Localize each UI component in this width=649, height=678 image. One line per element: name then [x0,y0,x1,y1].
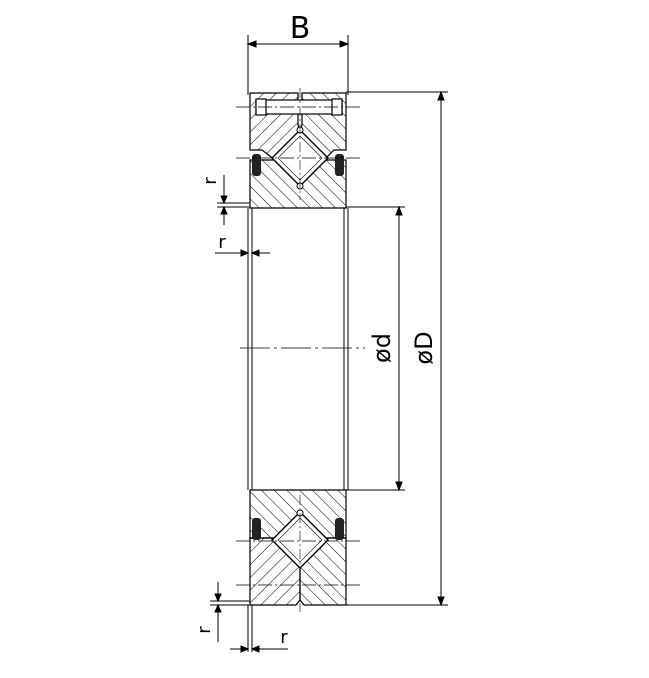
seal-left-lower [252,518,261,540]
seal-left-upper [252,154,261,176]
lower-ring-section [236,489,360,612]
dimension-d-label: ød [368,333,396,363]
dimension-b [246,35,350,95]
upper-ring-section [236,88,360,209]
dimension-D [346,90,448,607]
dimension-D-label: øD [410,331,438,364]
fillet-label-1: r [200,177,221,185]
fillet-label-2: r [218,232,226,253]
dimension-b-label: B [290,11,311,46]
fillet-dims-upper [215,175,270,257]
dimension-d [346,205,405,492]
bore [240,208,365,490]
seal-right-lower [335,518,344,540]
fillet-label-3: r [194,626,215,634]
seal-right-upper [335,154,344,176]
fillet-label-4: r [280,627,288,648]
fillet-dims-lower [210,582,288,653]
